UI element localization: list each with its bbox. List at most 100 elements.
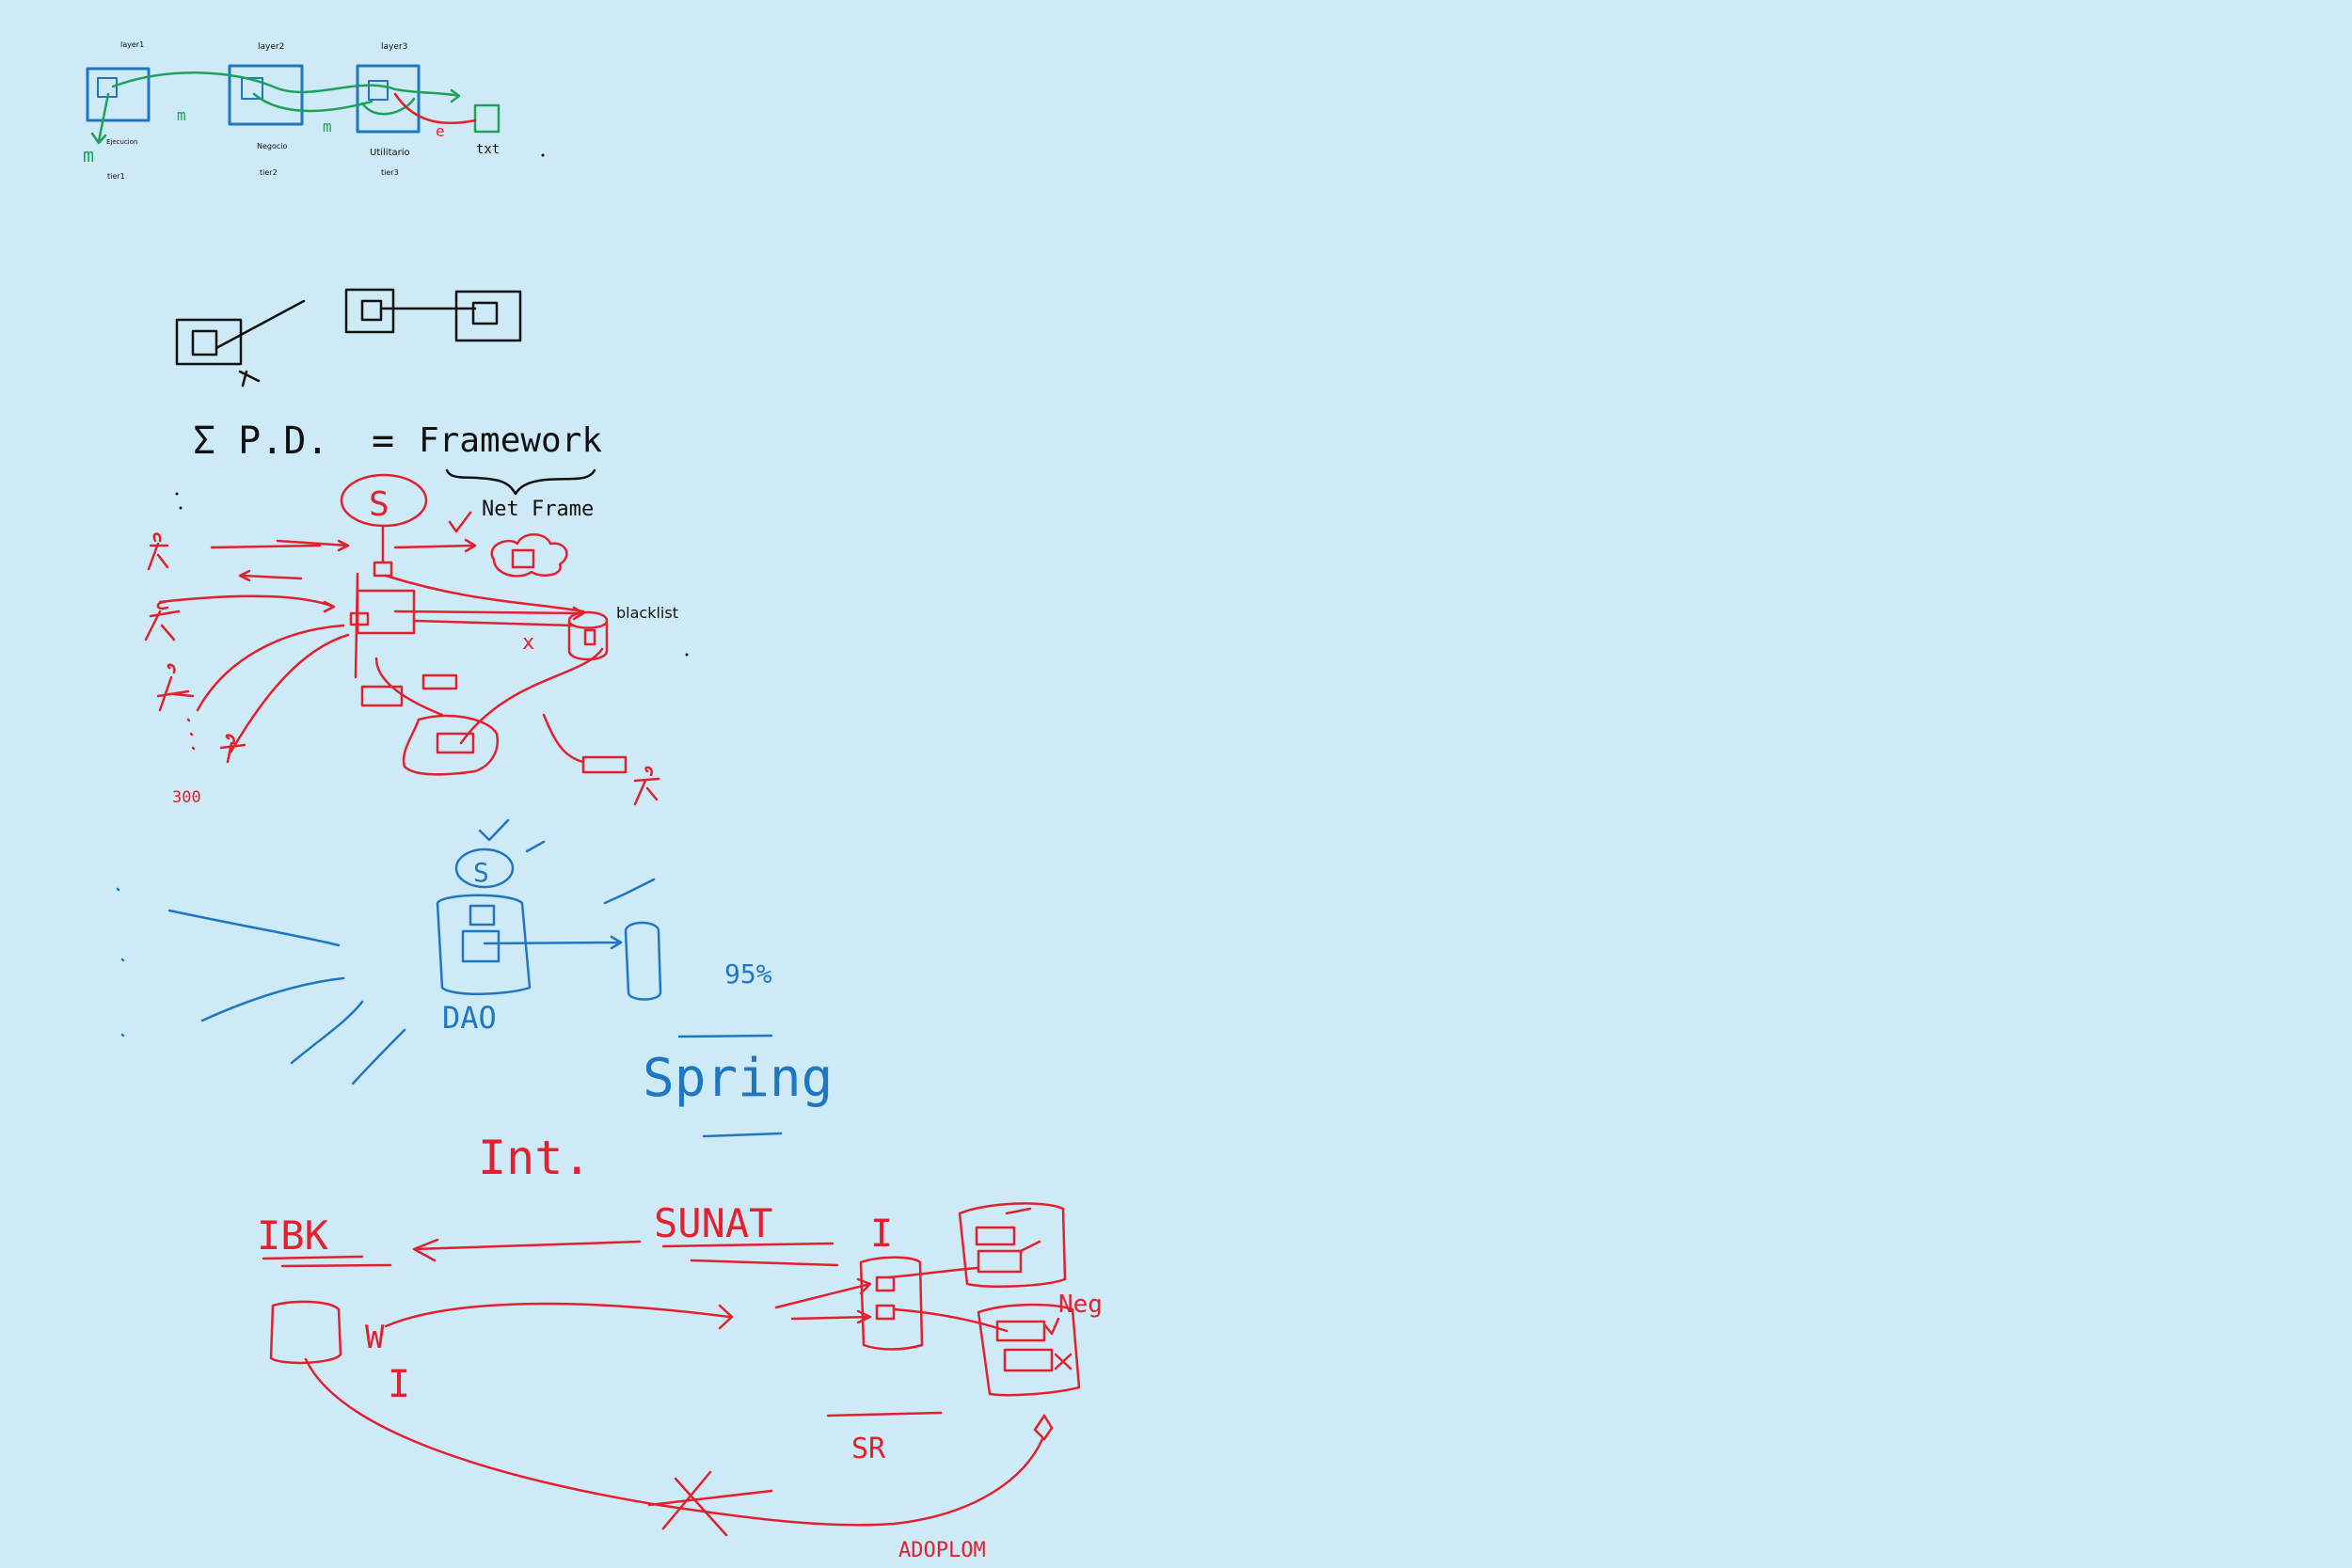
layer1-box xyxy=(86,67,151,122)
red-right-box xyxy=(581,755,628,774)
black-box-1-inner xyxy=(191,329,218,356)
blue-s-circle xyxy=(454,847,515,889)
formula-equals: = xyxy=(372,420,394,463)
red-blob-box xyxy=(436,732,475,754)
green-flow-line xyxy=(111,71,461,103)
int-server-box-2 xyxy=(875,1304,896,1321)
red-arrow-to-cloud xyxy=(393,538,477,553)
neg-bottom-marks xyxy=(1042,1317,1073,1370)
formula-right: Framework xyxy=(419,421,602,460)
red-mini-box-2 xyxy=(421,673,458,690)
red-cluster: S x blacklist 300 xyxy=(144,473,678,807)
brace-label: Net Frame xyxy=(482,498,594,521)
blue-cluster: S DAO 95% Spring xyxy=(116,818,833,1138)
utilitario-label: Utilitario xyxy=(370,148,410,158)
ibk-underline xyxy=(262,1255,392,1268)
formula-left: Σ P.D. xyxy=(193,420,329,463)
txt-file-box xyxy=(473,103,501,134)
layer3-inner-box xyxy=(368,80,389,101)
dot xyxy=(175,492,179,496)
neg-bottom-inner-1 xyxy=(995,1320,1046,1342)
tier2-label: tier2 xyxy=(260,168,278,177)
red-x-mark: x xyxy=(522,631,534,655)
layer1-label: layer1 xyxy=(120,40,144,49)
black-box-2 xyxy=(344,288,395,334)
m-label-3: m xyxy=(323,118,332,135)
percent-label: 95% xyxy=(724,958,772,990)
blue-s-label: S xyxy=(473,857,489,888)
spring-label: Spring xyxy=(643,1048,833,1109)
i-bottom-label: I xyxy=(388,1363,410,1406)
dao-label: DAO xyxy=(442,1000,497,1036)
layer3-label: layer3 xyxy=(381,42,407,52)
red-link-line xyxy=(393,92,477,125)
int-server-box-1 xyxy=(875,1275,896,1292)
green-loop-line xyxy=(252,92,416,116)
red-mini-box-1 xyxy=(360,685,404,707)
blue-dots xyxy=(116,887,125,1037)
black-boxes-sketch xyxy=(175,288,522,388)
spring-overline xyxy=(677,1034,773,1038)
arrows-into-server xyxy=(774,1277,872,1324)
ejecucion-label: Ejecucion xyxy=(106,138,137,146)
layer2-box xyxy=(228,64,304,126)
neg-bottom-inner-2 xyxy=(1003,1348,1054,1372)
sr-overline xyxy=(826,1411,943,1418)
red-count: 300 xyxy=(172,788,201,807)
neg-label: Neg xyxy=(1058,1291,1103,1319)
m-label-2: m xyxy=(177,106,186,124)
formula-brace xyxy=(445,468,596,496)
red-db-inner xyxy=(583,628,596,646)
w-label: W xyxy=(365,1319,385,1356)
int-section: Int. IBK SUNAT I Neg W I SR ADOPLOM xyxy=(257,1131,1103,1562)
blacklist-label: blacklist xyxy=(616,604,678,622)
black-box-3-inner xyxy=(471,301,499,325)
txt-label: txt xyxy=(476,142,500,157)
blue-server xyxy=(436,894,532,995)
sunat-underline xyxy=(661,1242,839,1267)
adoplom-label: ADOPLOM xyxy=(898,1539,986,1562)
dot xyxy=(541,153,545,157)
ibk-label: IBK xyxy=(257,1212,329,1259)
black-box-1 xyxy=(175,318,243,366)
neg-top-check xyxy=(1005,1207,1041,1253)
red-user-1 xyxy=(147,532,169,571)
red-check xyxy=(448,511,472,533)
arrow-sunat-to-ibk xyxy=(412,1238,642,1262)
e-label: e xyxy=(436,122,445,140)
blue-check-db xyxy=(603,878,656,905)
blue-db xyxy=(624,921,662,1001)
int-label: Int. xyxy=(478,1131,591,1185)
sunat-label: SUNAT xyxy=(654,1200,772,1246)
spring-underline xyxy=(702,1132,783,1138)
cross-mark xyxy=(647,1470,773,1537)
long-curve-bottom xyxy=(304,1357,1054,1527)
neg-top-inner-1 xyxy=(975,1226,1016,1246)
arrow-w-to-server xyxy=(384,1302,734,1330)
dot xyxy=(685,653,689,657)
ibk-box xyxy=(269,1300,342,1365)
red-cloud-box xyxy=(511,548,535,569)
red-cloud xyxy=(490,533,568,578)
i-top-label: I xyxy=(870,1212,893,1256)
blue-server-box-2 xyxy=(461,929,501,963)
red-server-inner xyxy=(349,611,370,626)
neg-bottom-box xyxy=(977,1303,1081,1397)
layer3-box xyxy=(356,64,421,134)
layer2-label: layer2 xyxy=(258,42,284,52)
red-cross-lines xyxy=(374,647,604,764)
m-label-1: m xyxy=(83,144,94,166)
red-arrows-left xyxy=(158,539,350,754)
blue-check-top-2 xyxy=(525,840,546,853)
red-dots xyxy=(186,718,196,751)
black-box-3 xyxy=(454,290,522,342)
red-s-label: S xyxy=(369,485,389,524)
black-box-1-line xyxy=(215,299,306,388)
red-user-3 xyxy=(156,663,195,712)
red-user-2 xyxy=(144,600,181,641)
blue-rays xyxy=(167,909,406,1085)
blue-arrow-to-db xyxy=(483,935,623,950)
red-small-box xyxy=(373,561,393,578)
neg-top-box xyxy=(958,1202,1067,1288)
